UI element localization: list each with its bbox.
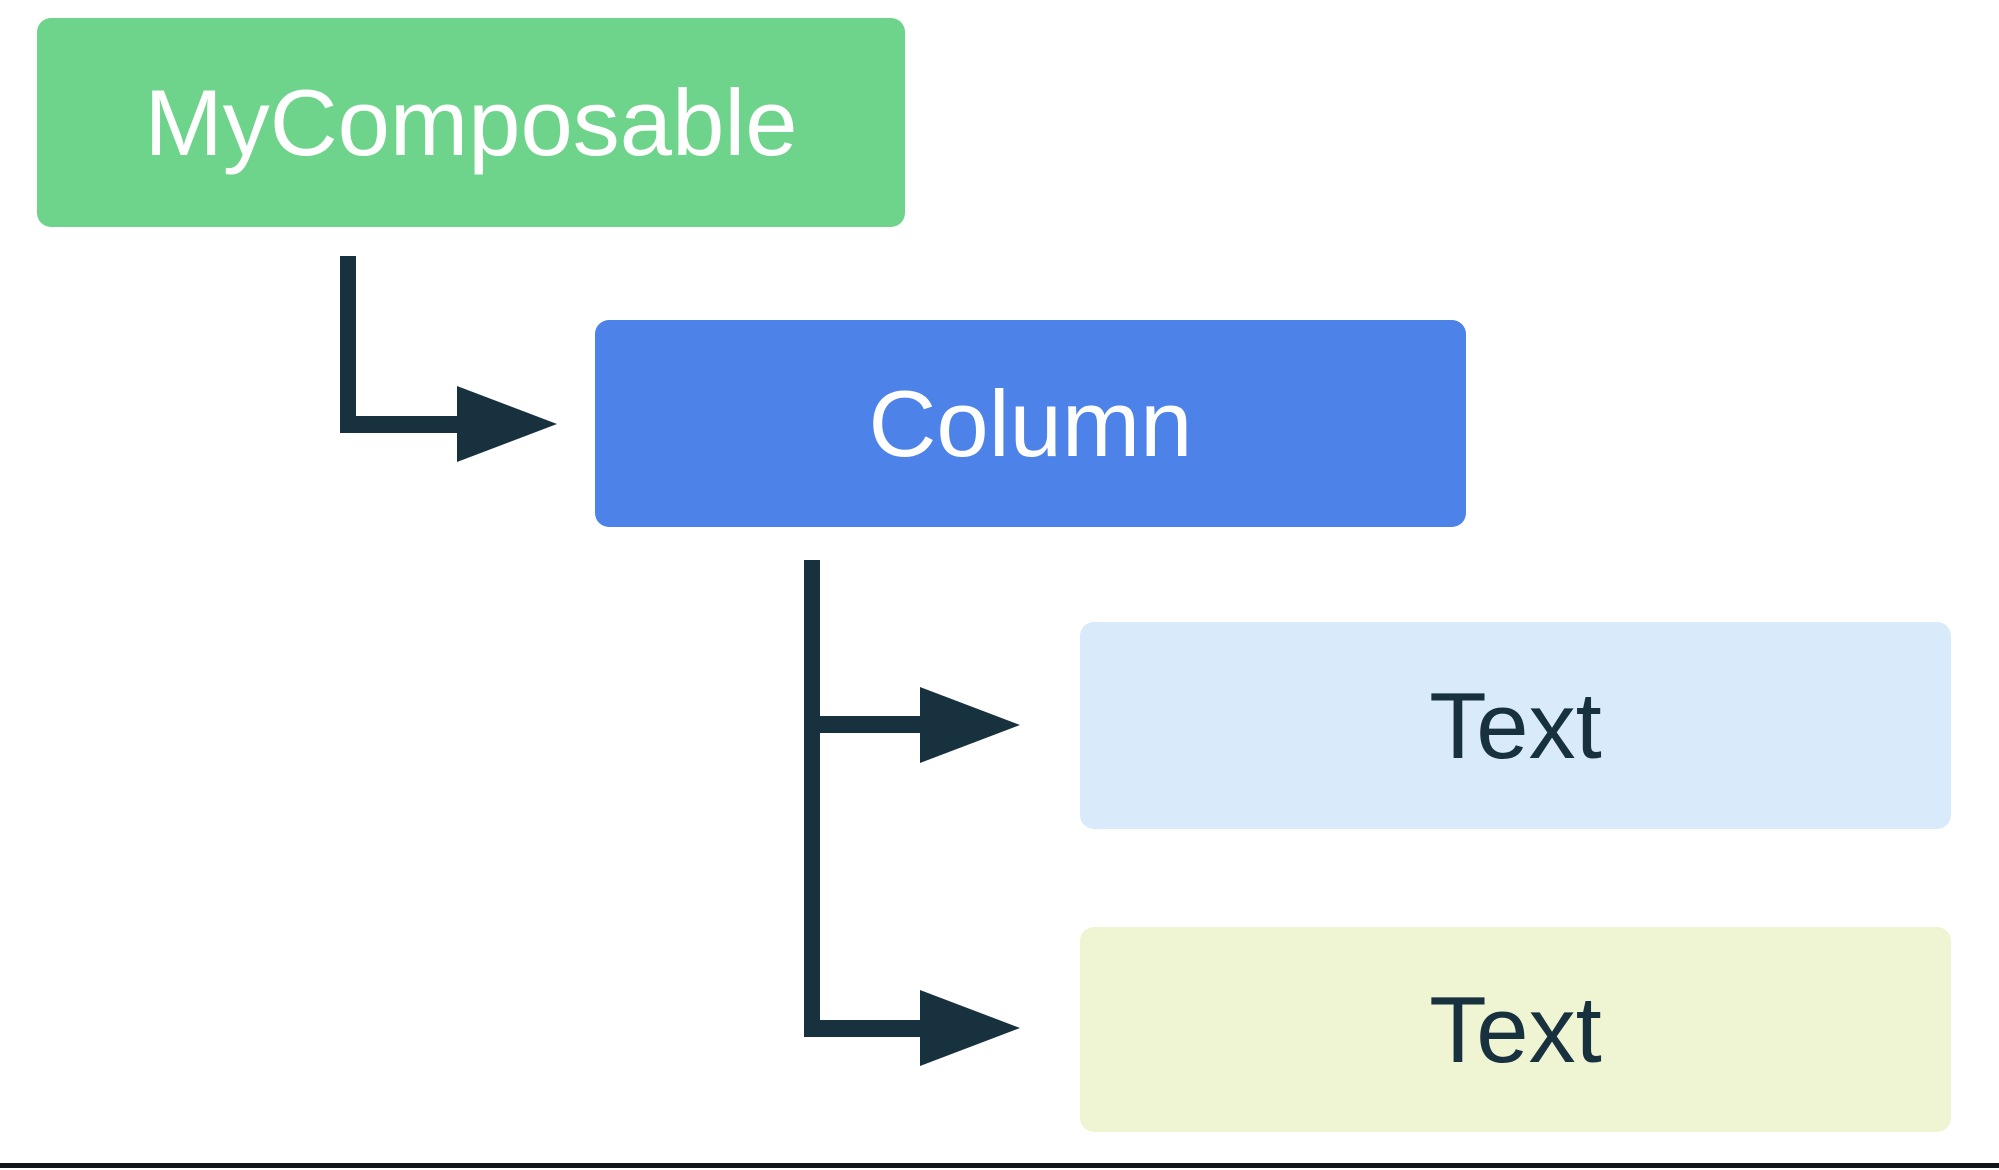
connector-column-to-children-vertical (804, 560, 820, 1037)
node-column: Column (595, 320, 1466, 527)
figure-bottom-border (0, 1163, 1999, 1168)
connector-root-to-column-vertical (340, 256, 356, 433)
arrowhead-right-icon (457, 386, 557, 462)
node-text-first: Text (1080, 622, 1951, 829)
connector-root-to-column-horizontal (340, 416, 457, 433)
connector-column-to-text2-horizontal (804, 1020, 920, 1037)
node-text-second: Text (1080, 927, 1951, 1132)
connector-column-to-text1-horizontal (804, 716, 920, 733)
arrowhead-right-icon (920, 687, 1020, 763)
node-mycomposable: MyComposable (37, 18, 905, 227)
arrowhead-right-icon (920, 990, 1020, 1066)
